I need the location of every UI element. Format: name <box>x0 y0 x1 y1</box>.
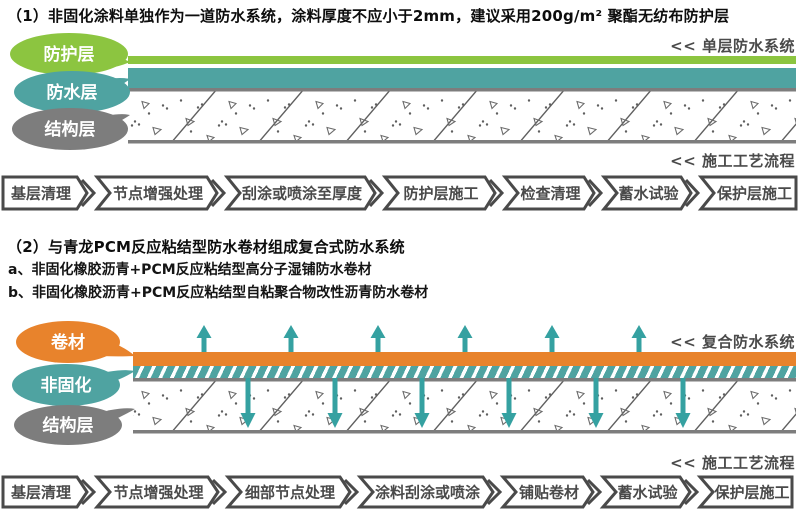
downward-arrows <box>240 372 691 428</box>
bubble-label: 非固化 <box>41 375 92 396</box>
flow-step-label: 保护层施工 <box>716 185 792 203</box>
chevron-separator-icon <box>486 478 503 506</box>
flow-step-label: 节点增强处理 <box>113 484 203 502</box>
flow-step <box>223 175 377 211</box>
flow-step-label: 保护层施工 <box>713 484 789 502</box>
flow-step-label: 刮涂或喷涂至厚度 <box>242 185 363 203</box>
flow-step <box>501 175 596 211</box>
structure-layer-section <box>128 91 796 140</box>
chevron-separator-icon <box>684 178 701 208</box>
process-flow-label-2: << 施工工艺流程 <box>670 454 795 472</box>
flow-step <box>224 475 352 509</box>
non-cured-layer-hatched-bar <box>133 366 796 378</box>
up-arrow-icon <box>196 325 212 353</box>
flow-step-label: 铺贴卷材 <box>519 484 579 502</box>
composite-system-diagram: 卷材 非固化 结构层 <box>12 321 796 445</box>
process-flow-1: 基层清理 节点增强处理 刮涂或喷涂至厚度 防护层施工 检查清理 蓄水试验 保护层施工 <box>1 175 798 211</box>
flow-step <box>1 175 89 211</box>
section1-title: （1）非固化涂料单独作为一道防水系统，涂料厚度不应小于2mm，建议采用200g/… <box>7 7 730 25</box>
flow-step <box>93 175 219 211</box>
chevron-separator-icon <box>210 178 227 208</box>
flow-step <box>1 475 89 509</box>
bubble-label: 防水层 <box>47 82 98 103</box>
chevron-separator-icon <box>368 178 385 208</box>
chevron-separator-icon <box>488 178 505 208</box>
waterproof-layer-bar <box>128 68 796 88</box>
flow-step <box>600 175 693 211</box>
down-arrow-icon <box>327 372 343 428</box>
upward-arrows <box>196 325 647 353</box>
flow-step-label: 基层清理 <box>10 185 71 203</box>
bubble-label: 防护层 <box>44 44 95 65</box>
down-arrow-icon <box>501 372 517 428</box>
down-arrow-icon <box>240 372 256 428</box>
down-arrow-icon <box>414 372 430 428</box>
section2-title: （2）与青龙PCM反应粘结型防水卷材组成复合式防水系统 <box>7 238 405 256</box>
up-arrow-icon <box>370 325 386 353</box>
bottom-line <box>128 140 796 144</box>
up-arrow-icon <box>544 325 560 353</box>
flow-step <box>599 475 692 509</box>
bubble-label: 卷材 <box>50 332 85 353</box>
chevron-separator-icon <box>80 478 97 506</box>
single-layer-system-label: << 单层防水系统 <box>670 37 795 55</box>
flow-step-label: 节点增强处理 <box>113 185 203 203</box>
flow-step <box>381 175 497 211</box>
up-arrow-icon <box>457 325 473 353</box>
chevron-separator-icon <box>586 478 603 506</box>
structure-layer-section <box>133 381 796 430</box>
up-arrow-icon <box>631 325 647 353</box>
chevron-separator-icon <box>211 478 228 506</box>
flow-step-label: 蓄水试验 <box>618 185 679 203</box>
separator-line <box>133 378 796 382</box>
down-arrow-icon <box>588 372 604 428</box>
down-arrow-icon <box>675 372 691 428</box>
membrane-layer-bar <box>133 352 796 366</box>
label-bubble-structure-layer: 结构层 <box>14 405 135 445</box>
process-flow-label-1: << 施工工艺流程 <box>670 152 795 170</box>
chevron-separator-icon <box>683 478 700 506</box>
chevron-separator-icon <box>343 478 360 506</box>
bubble-label: 结构层 <box>43 415 94 436</box>
section2-item-a: a、非固化橡胶沥青+PCM反应粘结型高分子湿铺防水卷材 <box>8 262 372 278</box>
label-bubble-protective-layer: 防护层 <box>10 33 130 75</box>
bubble-label: 结构层 <box>45 119 96 140</box>
label-bubble-structure-layer: 结构层 <box>12 108 130 150</box>
section2-item-b: b、非固化橡胶沥青+PCM反应粘结型自粘聚合物改性沥青防水卷材 <box>8 285 429 301</box>
flow-step-label: 细部节点处理 <box>245 484 335 502</box>
protective-layer-bar <box>128 56 796 64</box>
label-bubble-non-cured: 非固化 <box>12 364 135 406</box>
label-bubble-waterproof-layer: 防水层 <box>14 71 130 113</box>
chevron-separator-icon <box>587 178 604 208</box>
chevron-separator-icon <box>80 178 97 208</box>
label-bubble-membrane: 卷材 <box>16 321 135 363</box>
flow-step-label: 蓄水试验 <box>617 484 678 502</box>
flow-step-label: 防护层施工 <box>403 185 478 203</box>
separator-line <box>128 88 796 92</box>
flow-step-label: 涂料刮涂或喷涂 <box>375 484 481 502</box>
bottom-line <box>133 430 796 434</box>
flow-step <box>93 475 220 509</box>
composite-system-label: << 复合防水系统 <box>670 333 795 351</box>
single-layer-system-diagram: 防护层 防水层 结构层 <box>10 33 796 150</box>
flow-step-label: 检查清理 <box>520 185 580 203</box>
flow-step-label: 基层清理 <box>10 484 71 502</box>
flow-step <box>499 475 595 509</box>
flow-step <box>697 175 798 211</box>
up-arrow-icon <box>283 325 299 353</box>
flow-step <box>696 475 794 509</box>
process-flow-2: 基层清理 节点增强处理 细部节点处理 涂料刮涂或喷涂 铺贴卷材 蓄水试验 保护层施工 <box>1 475 794 509</box>
flow-step <box>356 475 495 509</box>
